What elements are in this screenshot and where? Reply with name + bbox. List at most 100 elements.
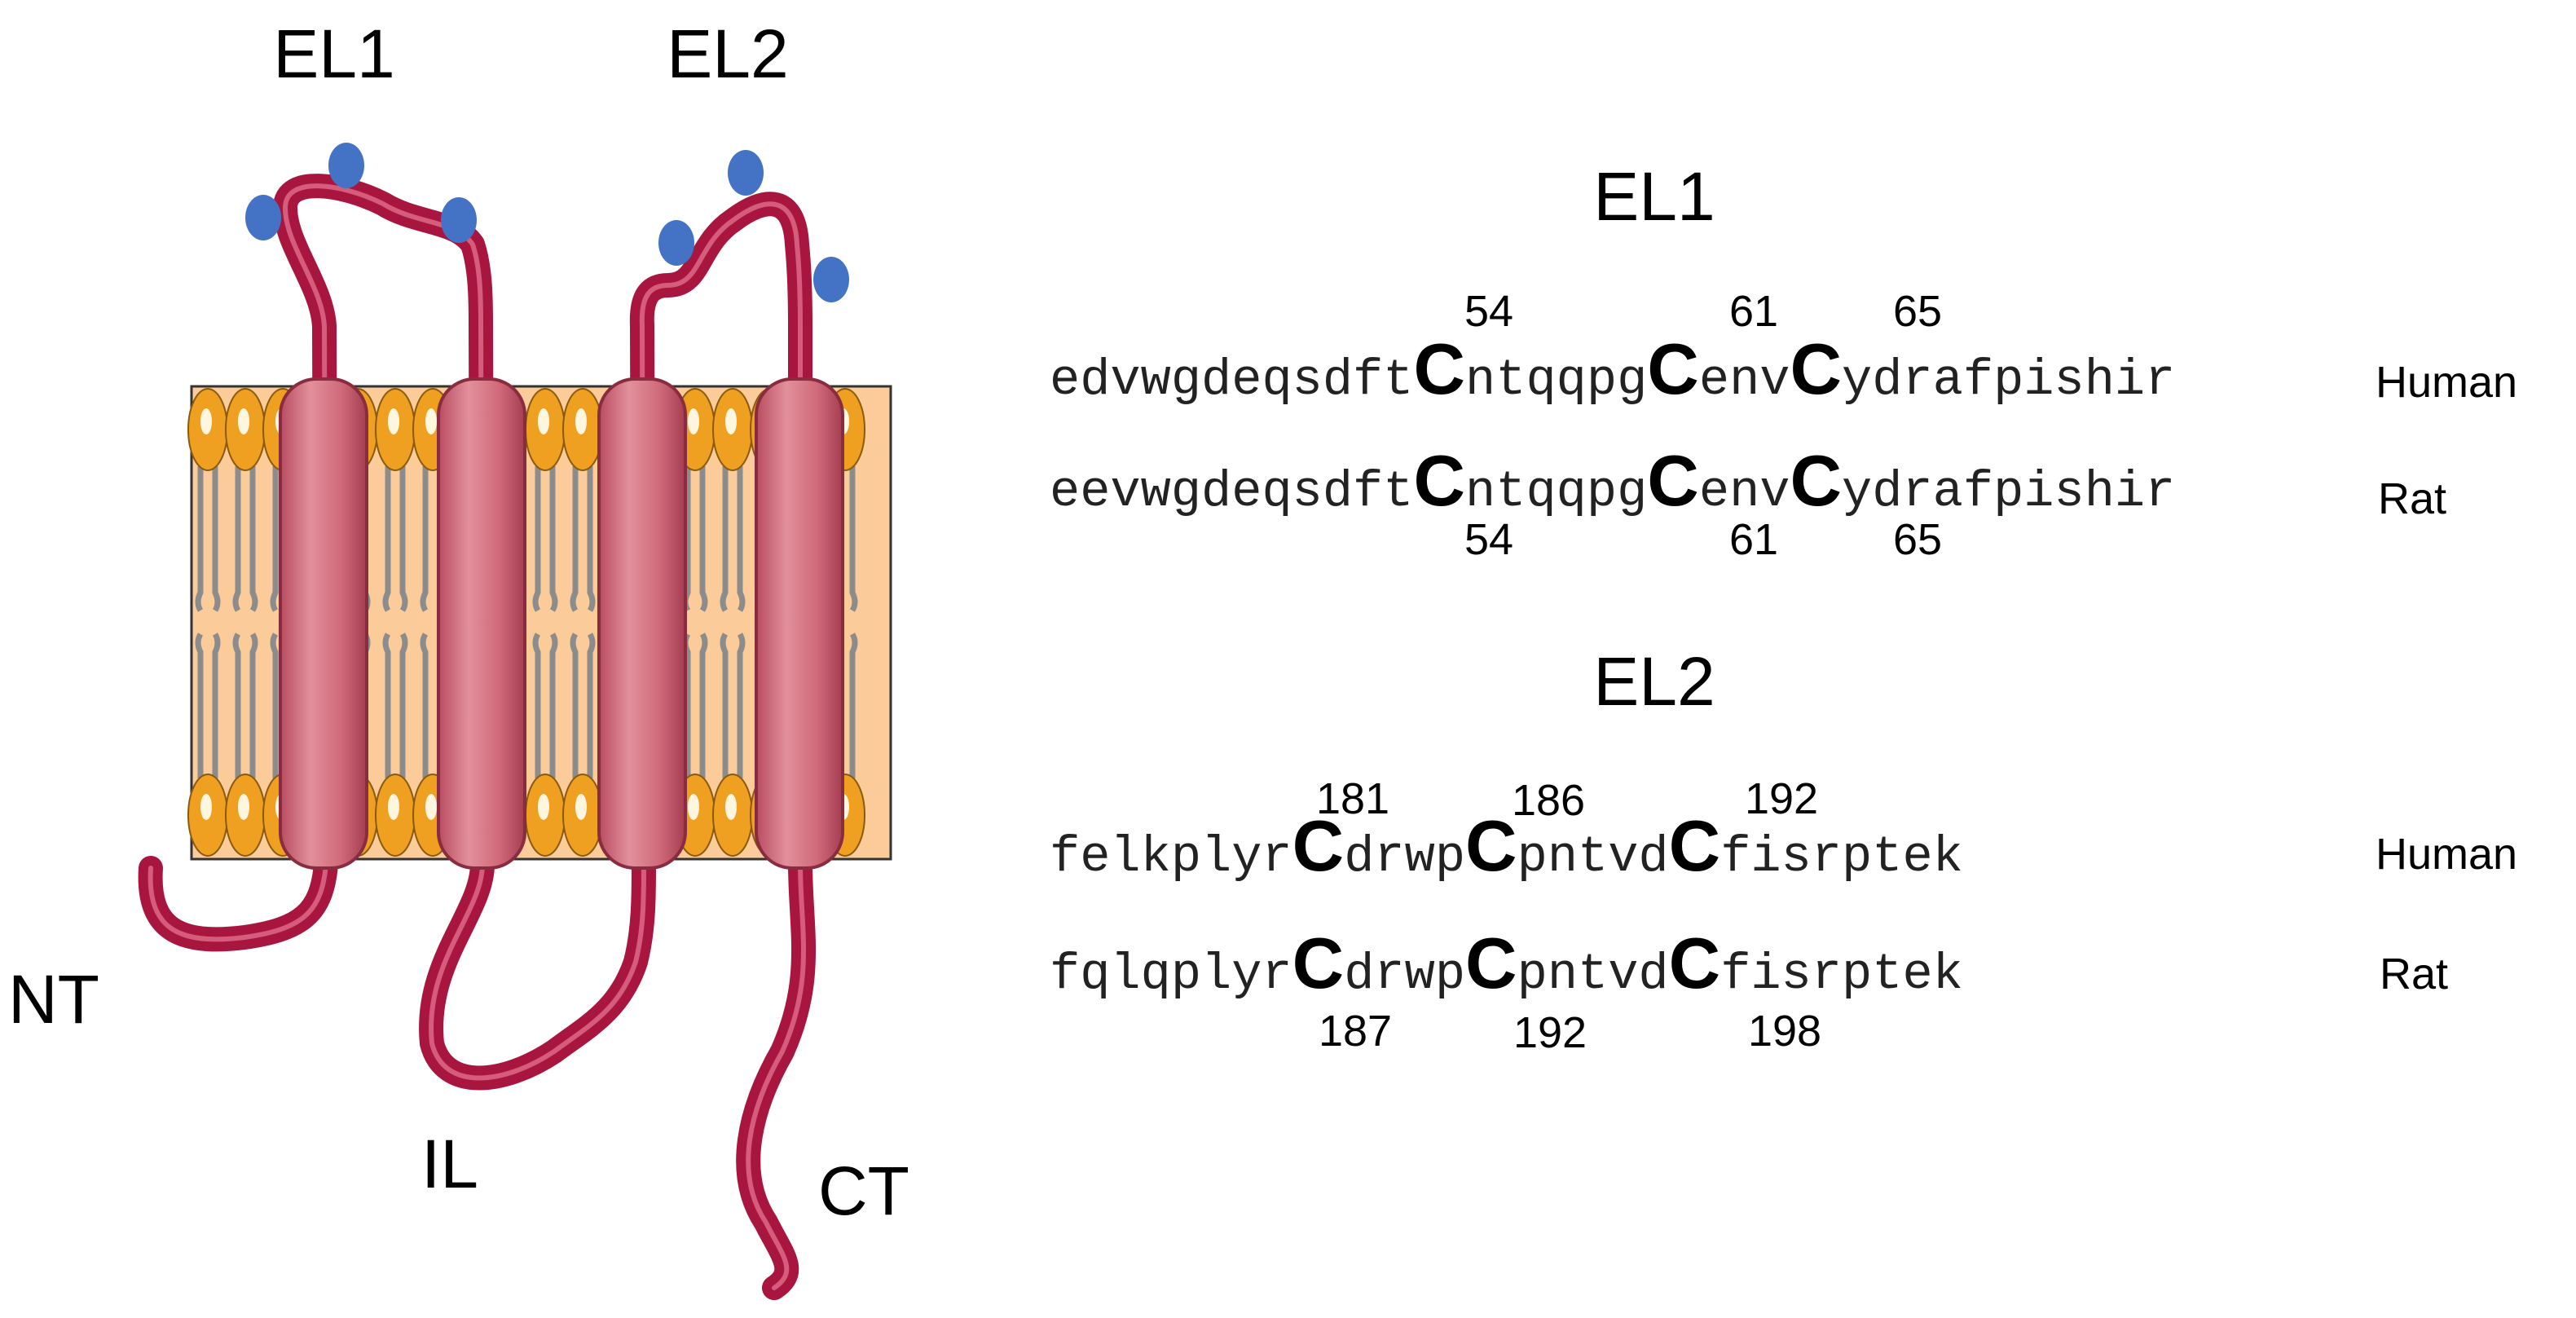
lipid-tail xyxy=(249,633,258,778)
residues: pntvd xyxy=(1517,828,1669,886)
alignment-el2: EL2 181 186 192 felkplyrCdrwpCpntvdCfisr… xyxy=(1050,643,2517,1057)
lipid-head-shine xyxy=(425,794,437,820)
cysteine-residue: C xyxy=(1669,805,1721,886)
lipid-head-shine xyxy=(200,794,212,820)
glycosylation-sites xyxy=(245,143,849,302)
residues: env xyxy=(1699,351,1790,409)
lipid-tail xyxy=(720,633,729,778)
residues: ntqqpg xyxy=(1465,351,1647,409)
lipid-head-shine xyxy=(238,794,249,820)
lipid-tail xyxy=(532,466,541,612)
label-ct: CT xyxy=(818,1153,909,1229)
el1-human-positions: 54 61 65 xyxy=(1464,287,1942,336)
position-number: 198 xyxy=(1748,1007,1821,1056)
helix-tm3 xyxy=(597,377,687,870)
lipid-head-shine xyxy=(725,408,737,434)
glycan-dot xyxy=(441,197,477,243)
cysteine-residue: C xyxy=(1647,328,1699,409)
polypeptide-chain xyxy=(138,174,816,1300)
residues: ntqqpg xyxy=(1465,463,1647,521)
alignment-el1: EL1 54 61 65 edvwgdeqsdftCntqqpgCenvCydr… xyxy=(1050,158,2517,564)
label-nt: NT xyxy=(8,961,99,1038)
lipid-tail xyxy=(587,633,596,778)
residues: eevwgdeqsdft xyxy=(1050,463,1413,521)
lipid-tail xyxy=(570,633,579,778)
lipid-head-shine xyxy=(725,794,737,820)
lipid-tail xyxy=(720,466,729,612)
lipid-tail xyxy=(737,466,746,612)
lipid-tail xyxy=(270,633,279,778)
lipid-tail xyxy=(399,466,408,612)
lipid-head-shine xyxy=(575,794,587,820)
residues: fisrptek xyxy=(1720,946,1963,1003)
lipid-head-shine xyxy=(538,408,549,434)
cysteine-residue: C xyxy=(1413,440,1465,521)
residues: fqlqplyr xyxy=(1050,946,1292,1003)
lipid-tail xyxy=(420,466,429,612)
glycan-dot xyxy=(728,150,764,196)
chain-highlight xyxy=(148,183,806,1290)
alignment-el2-title: EL2 xyxy=(1593,643,1715,720)
position-number: 192 xyxy=(1513,1008,1587,1057)
residues: ydrafpishir xyxy=(1842,463,2175,521)
cysteine-residue: C xyxy=(1413,328,1465,409)
residues: env xyxy=(1699,463,1790,521)
cysteine-residue: C xyxy=(1669,923,1721,1003)
lipid-tail xyxy=(849,633,858,778)
lipid-head-shine xyxy=(425,408,437,434)
lipid-tail xyxy=(249,466,258,612)
species-label-human: Human xyxy=(2376,830,2517,879)
lipid-tail xyxy=(699,466,708,612)
position-number: 61 xyxy=(1729,515,1778,564)
lipid-tail xyxy=(849,466,858,612)
lipid-head-shine xyxy=(388,408,399,434)
species-label-rat: Rat xyxy=(2380,950,2448,998)
helix-tm2 xyxy=(437,377,526,870)
position-number: 186 xyxy=(1512,776,1585,825)
helix-tm4 xyxy=(755,377,844,870)
position-number: 192 xyxy=(1745,774,1818,823)
lipid-head-shine xyxy=(388,794,399,820)
el1-rat-positions: 54 61 65 xyxy=(1464,515,1942,564)
sequence-el1-human: edvwgdeqsdftCntqqpgCenvCydrafpishir xyxy=(1050,328,2175,409)
glycan-dot xyxy=(658,220,694,266)
el2-human-positions: 181 186 192 xyxy=(1316,774,1818,825)
lipid-head-shine xyxy=(200,408,212,434)
lipid-tail xyxy=(399,633,408,778)
cysteine-residue: C xyxy=(1647,440,1699,521)
residues: drwp xyxy=(1344,946,1465,1003)
lipid-tail xyxy=(420,633,429,778)
lipid-tail xyxy=(382,466,391,612)
sequence-alignments: EL1 54 61 65 edvwgdeqsdftCntqqpgCenvCydr… xyxy=(1050,158,2517,1057)
position-number: 181 xyxy=(1316,774,1389,823)
residues: fisrptek xyxy=(1720,828,1963,886)
lipid-head-shine xyxy=(688,408,699,434)
membrane-topology: EL1 EL2 NT IL CT xyxy=(8,15,909,1300)
label-el1: EL1 xyxy=(273,15,394,92)
lipid-tail xyxy=(270,466,279,612)
position-number: 54 xyxy=(1464,515,1513,564)
sequence-el1-rat: eevwgdeqsdftCntqqpgCenvCydrafpishir xyxy=(1050,440,2175,521)
lipid-tail xyxy=(232,466,241,612)
species-label-rat: Rat xyxy=(2378,474,2446,523)
lipid-tail xyxy=(232,633,241,778)
cysteine-residue: C xyxy=(1292,805,1345,886)
residues: ydrafpishir xyxy=(1842,351,2175,409)
lipid-head-shine xyxy=(238,408,249,434)
lipid-tail xyxy=(195,633,204,778)
glycan-dot xyxy=(328,143,364,188)
position-number: 61 xyxy=(1729,287,1778,336)
cysteine-residue: C xyxy=(1465,923,1517,1003)
residues: drwp xyxy=(1344,828,1465,886)
position-number: 54 xyxy=(1464,287,1513,336)
alignment-el1-title: EL1 xyxy=(1593,158,1715,235)
residues: felkplyr xyxy=(1050,828,1292,886)
position-number: 65 xyxy=(1893,515,1942,564)
cysteine-residue: C xyxy=(1465,805,1517,886)
lipid-tail xyxy=(212,633,221,778)
lipid-tail xyxy=(212,466,221,612)
sequence-el2-human: felkplyrCdrwpCpntvdCfisrptek xyxy=(1050,805,1963,886)
position-number: 187 xyxy=(1319,1007,1392,1056)
species-label-human: Human xyxy=(2376,358,2517,407)
transmembrane-helices xyxy=(279,377,844,870)
